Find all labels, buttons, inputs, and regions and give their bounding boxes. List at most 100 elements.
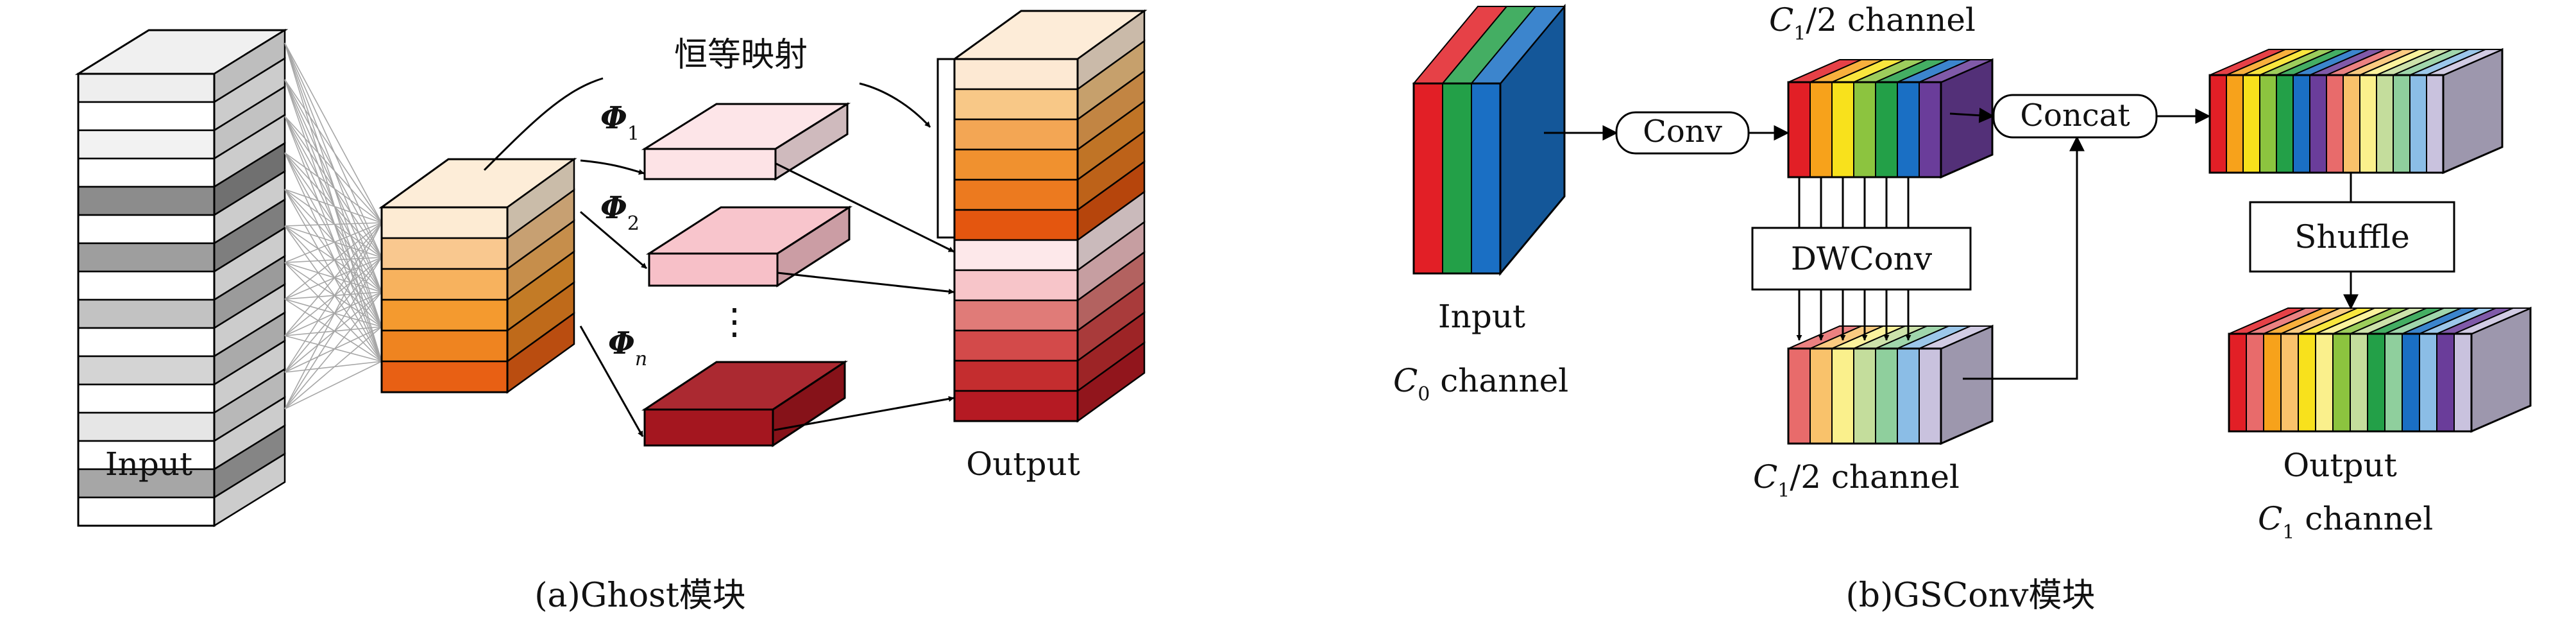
ghost-fan-line	[284, 257, 382, 336]
gs-dw-slice-front	[1788, 348, 1811, 444]
ghost-fan-line	[284, 262, 382, 327]
gs-conv-slice-front	[1788, 82, 1811, 178]
ghost-fan-line	[284, 152, 382, 362]
gs-dw-slice-front	[1809, 348, 1833, 444]
ghost-middle-layer-front	[380, 298, 509, 332]
ghost-fan-line	[284, 189, 382, 362]
gs-shuffle-slice-front	[2436, 333, 2455, 432]
ghost-fan-line	[284, 361, 382, 410]
gs-concat-slice-front	[2259, 74, 2277, 173]
gs-input-slice-front	[1471, 83, 1501, 274]
ghost-fan-line	[284, 326, 382, 373]
arrow-phin	[579, 325, 644, 437]
ghost-input-layer-front	[77, 355, 216, 386]
ghost-fan-line	[284, 116, 382, 223]
gs-input-slice-front	[1413, 83, 1443, 274]
gs-concat-slice-front	[2409, 74, 2427, 173]
ghost-input-layer-front	[77, 186, 216, 216]
gs-concat-slice-front	[2343, 74, 2360, 173]
gsconv-input-tensor	[1412, 3, 1566, 277]
ghost-fan-line	[284, 291, 382, 336]
gsconv-conv-output-tensor	[1787, 58, 1994, 179]
gs-concat-slice-front	[2276, 74, 2294, 173]
ghost-fan-line	[284, 116, 382, 293]
gs-shuffle-slice-front	[2350, 333, 2368, 432]
ghost-output-layer-front	[953, 58, 1079, 91]
ghost-fan-line	[284, 257, 382, 410]
gs-input-outline	[1412, 82, 1502, 275]
gsconv-concat-output-tensor	[2208, 48, 2504, 175]
ghost-arrows	[483, 58, 954, 437]
identity-curve-right	[859, 82, 931, 128]
gs-shuffle-slice-front	[2228, 333, 2247, 432]
ghost-cheap-operation-boxes	[641, 102, 853, 447]
ghost-fan-line	[284, 262, 382, 293]
conv-label: Conv	[1643, 114, 1722, 150]
gs-concat-slice-front	[2326, 74, 2344, 173]
ghost-fan-line	[284, 222, 382, 300]
ghost-fan-line	[284, 262, 382, 362]
arrow-dw-to-concat	[1963, 135, 2085, 380]
ghost-fan-line	[284, 189, 382, 293]
ghost-fan-line	[284, 152, 382, 223]
phi-n-label: Φn	[608, 325, 647, 370]
dwconv-block	[1751, 227, 1972, 291]
gsconv-shuffle-output-tensor	[2228, 306, 2532, 433]
ghost-input-layer-front	[77, 327, 216, 358]
gs-conv-slice-front	[1809, 82, 1833, 178]
gs-dw-slice-front	[1831, 348, 1854, 444]
gs-dw-slice-front	[1875, 348, 1898, 444]
gs-conv-slice-front	[1897, 82, 1920, 178]
ghost-fan-line	[284, 222, 382, 336]
shuffle-block	[2249, 201, 2455, 273]
ghost-fan-line	[284, 291, 382, 410]
ghost-fan-line	[284, 291, 382, 373]
ghost-fan-line	[284, 361, 382, 373]
ghost-fan-line	[284, 298, 382, 362]
ghost-input-label: Input	[105, 445, 192, 483]
gs-shuffle-slice-front	[2246, 333, 2264, 432]
ghost-fan-line	[284, 335, 382, 362]
ghost-output-outline	[953, 58, 1079, 422]
ghost-middle-layer-front	[380, 237, 509, 270]
ghost-caption: (a)Ghost模块	[534, 576, 746, 615]
ghost-fan-line	[284, 257, 382, 300]
identity-bracket	[936, 58, 954, 239]
ghost-fan-line	[284, 79, 382, 293]
gs-concat-outline	[2208, 74, 2445, 174]
arrow-phin-to-output	[774, 395, 954, 431]
ghost-fan-line	[284, 298, 382, 327]
ghost-fan-line	[284, 291, 382, 300]
ghost-fan-line	[284, 152, 382, 293]
ghost-fan-line	[284, 116, 382, 258]
identity-curve-left	[483, 77, 604, 171]
ghost-fan-line	[284, 189, 382, 258]
ghost-input-layer-front	[77, 496, 216, 527]
ghost-fan-line	[284, 225, 382, 362]
ghost-input-layer-front	[77, 129, 216, 160]
ghost-fan-line	[284, 152, 382, 258]
gs-shuffle-slice-front	[2332, 333, 2351, 432]
ghost-fan-line	[284, 326, 382, 336]
ghost-output-layer-front	[953, 329, 1079, 362]
gsconv-output-c1-channel-label: C1 channel	[2258, 500, 2433, 544]
gs-concat-slice-front	[2393, 74, 2411, 173]
ghost-output-feature-stack	[951, 9, 1148, 423]
ghost-output-layer-front	[953, 390, 1079, 422]
ghost-fan-line	[284, 257, 382, 263]
ghost-fan-line	[284, 225, 382, 327]
arrow-phi1	[580, 159, 645, 175]
gs-shuffle-slice-front	[2402, 333, 2420, 432]
gs-input-slice-front	[1442, 83, 1472, 274]
ghost-intrinsic-feature-stack	[378, 157, 577, 394]
gsconv-arrows	[1544, 107, 2359, 380]
gs-shuffle-slice-front	[2419, 333, 2437, 432]
gs-shuffle-slice-front	[2280, 333, 2299, 432]
ghost-fan-line	[284, 79, 382, 258]
arrow-conv-to-concat	[1949, 107, 1995, 123]
gsconv-dwconv-output-tensor	[1787, 324, 1994, 445]
ghost-middle-outline	[380, 206, 509, 393]
ghost-fan-line	[284, 42, 382, 258]
ghost-middle-layer-front	[380, 329, 509, 363]
